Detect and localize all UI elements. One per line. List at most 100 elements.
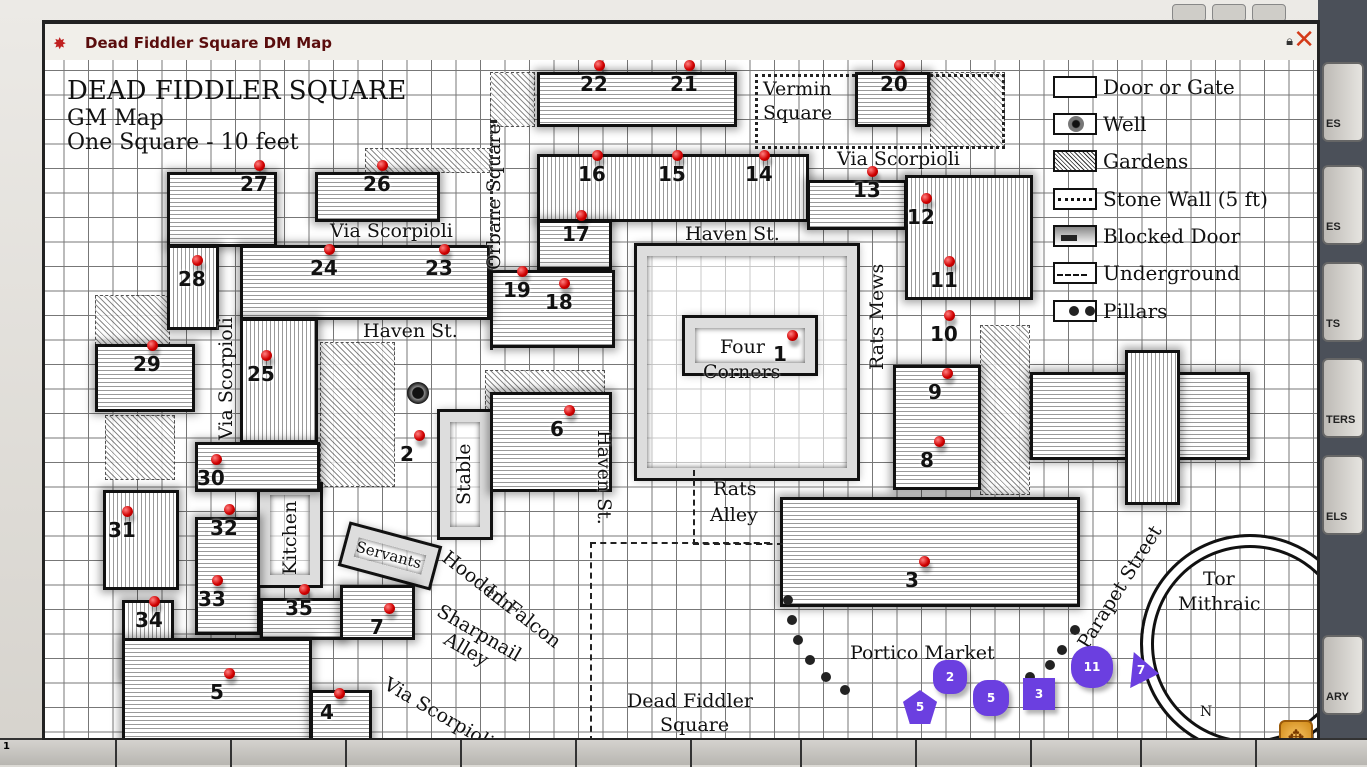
label-haven-st: Haven St. xyxy=(363,320,458,342)
map-pin-icon[interactable] xyxy=(334,688,345,699)
d20-die[interactable]: 11 xyxy=(1071,646,1113,688)
location-number: 5 xyxy=(210,680,224,704)
location-number: 13 xyxy=(853,178,881,202)
map-pin-icon[interactable] xyxy=(377,160,388,171)
map-pin-icon[interactable] xyxy=(147,340,158,351)
map-pin-icon[interactable] xyxy=(324,244,335,255)
map-pin-icon[interactable] xyxy=(576,210,587,221)
map-pin-icon[interactable] xyxy=(517,266,528,277)
location-number: 27 xyxy=(240,172,268,196)
map-pin-icon[interactable] xyxy=(299,584,310,595)
sidebar-tab[interactable]: ES xyxy=(1322,165,1364,245)
location-number: 6 xyxy=(550,417,564,441)
map-pin-icon[interactable] xyxy=(684,60,695,71)
map-pin-icon[interactable] xyxy=(211,454,222,465)
building-26 xyxy=(315,172,440,222)
d6-die[interactable]: 3 xyxy=(1023,678,1055,710)
map-pin-icon[interactable] xyxy=(944,256,955,267)
legend-label: Pillars xyxy=(1103,299,1168,323)
tab-label: TERS xyxy=(1326,414,1356,426)
sidebar-tab[interactable]: TERS xyxy=(1322,358,1364,438)
label-portico-market: Portico Market xyxy=(850,642,995,664)
sidebar-tab[interactable]: ARY xyxy=(1322,635,1364,715)
legend-pillars: Pillars xyxy=(1053,298,1167,324)
map-pin-icon[interactable] xyxy=(212,575,223,586)
window-titlebar[interactable]: ✸ Dead Fiddler Square DM Map 🔒︎ ✕ xyxy=(45,24,1317,60)
legend-underground: Underground xyxy=(1053,260,1240,286)
building-25 xyxy=(240,318,318,443)
map-pin-icon[interactable] xyxy=(592,150,603,161)
garden xyxy=(490,72,535,127)
label-via-scorpioli: Via Scorpioli xyxy=(380,673,498,738)
location-number: 2 xyxy=(400,442,414,466)
map-pin-icon[interactable] xyxy=(254,160,265,171)
map-pin-icon[interactable] xyxy=(122,506,133,517)
sidebar-tab[interactable]: TS xyxy=(1322,262,1364,342)
map-pin-icon[interactable] xyxy=(192,255,203,266)
location-number: 10 xyxy=(930,322,958,346)
sidebar-tab[interactable]: ES xyxy=(1322,62,1364,142)
map-pin-icon[interactable] xyxy=(787,330,798,341)
map-pin-icon[interactable] xyxy=(934,436,945,447)
location-number: 9 xyxy=(928,380,942,404)
label-vermin-square: Square xyxy=(763,102,833,124)
door-icon xyxy=(1053,76,1097,98)
building-18-19 xyxy=(490,270,615,348)
d12-die[interactable]: 5 xyxy=(903,690,937,724)
map-pin-icon[interactable] xyxy=(894,60,905,71)
label-haven-st: Haven St. xyxy=(685,223,780,245)
well-icon xyxy=(1053,113,1097,135)
map-pin-icon[interactable] xyxy=(224,668,235,679)
location-number: 7 xyxy=(370,615,384,639)
map-pin-icon[interactable] xyxy=(559,278,570,289)
map-pin-icon[interactable] xyxy=(594,60,605,71)
building-22-21 xyxy=(537,72,737,127)
garden xyxy=(105,415,175,480)
location-number: 22 xyxy=(580,72,608,96)
map-pin-icon[interactable] xyxy=(384,603,395,614)
map-navigation-button[interactable]: ✥ xyxy=(1279,720,1313,738)
d10-die[interactable]: 5 xyxy=(973,680,1009,716)
d20-die[interactable]: 2 xyxy=(933,660,967,694)
map-pin-icon[interactable] xyxy=(944,310,955,321)
legend-well: Well xyxy=(1053,111,1147,137)
map-pin-icon[interactable] xyxy=(759,150,770,161)
map-image[interactable]: DEAD FIDDLER SQUARE GM Map One Square - … xyxy=(45,60,1317,738)
tab-label: ELS xyxy=(1326,511,1348,523)
map-pin-icon[interactable] xyxy=(149,596,160,607)
map-pin-icon[interactable] xyxy=(919,556,930,567)
sidebar-tab[interactable]: ELS xyxy=(1322,455,1364,535)
legend-label: Well xyxy=(1103,112,1147,136)
map-pin-icon[interactable] xyxy=(439,244,450,255)
map-pin-icon[interactable] xyxy=(867,166,878,177)
lock-icon[interactable]: 🔒︎ xyxy=(1286,34,1293,49)
legend-label: Underground xyxy=(1103,261,1240,285)
dragon-logo-icon: ✸ xyxy=(53,34,67,53)
label-via-scorpioli: Via Scorpioli xyxy=(215,317,237,440)
map-pin-icon[interactable] xyxy=(224,504,235,515)
map-pin-icon[interactable] xyxy=(564,405,575,416)
garden xyxy=(95,295,170,345)
map-pin-icon[interactable] xyxy=(672,150,683,161)
window-title: Dead Fiddler Square DM Map xyxy=(85,34,333,52)
map-pin-icon[interactable] xyxy=(921,193,932,204)
label-stable: Stable xyxy=(453,443,475,505)
label-four-corners: Corners xyxy=(703,361,781,383)
tab-label: ARY xyxy=(1326,691,1349,703)
label-haven-st: Haven St. xyxy=(593,430,615,525)
location-number: 21 xyxy=(670,72,698,96)
location-number: 17 xyxy=(562,222,590,246)
stone-wall-icon xyxy=(1053,188,1097,210)
label-via-scorpioli: Via Scorpioli xyxy=(837,148,960,170)
label-dead-fiddler-square: Dead Fiddler xyxy=(627,690,753,712)
map-pin-icon[interactable] xyxy=(414,430,425,441)
map-pin-icon[interactable] xyxy=(261,350,272,361)
location-number: 16 xyxy=(578,162,606,186)
location-number: 14 xyxy=(745,162,773,186)
map-pin-icon[interactable] xyxy=(942,368,953,379)
garden xyxy=(320,342,395,487)
location-number: 18 xyxy=(545,290,573,314)
close-icon[interactable]: ✕ xyxy=(1293,25,1315,55)
north-marker: N xyxy=(1200,704,1213,720)
well-icon xyxy=(407,382,429,404)
